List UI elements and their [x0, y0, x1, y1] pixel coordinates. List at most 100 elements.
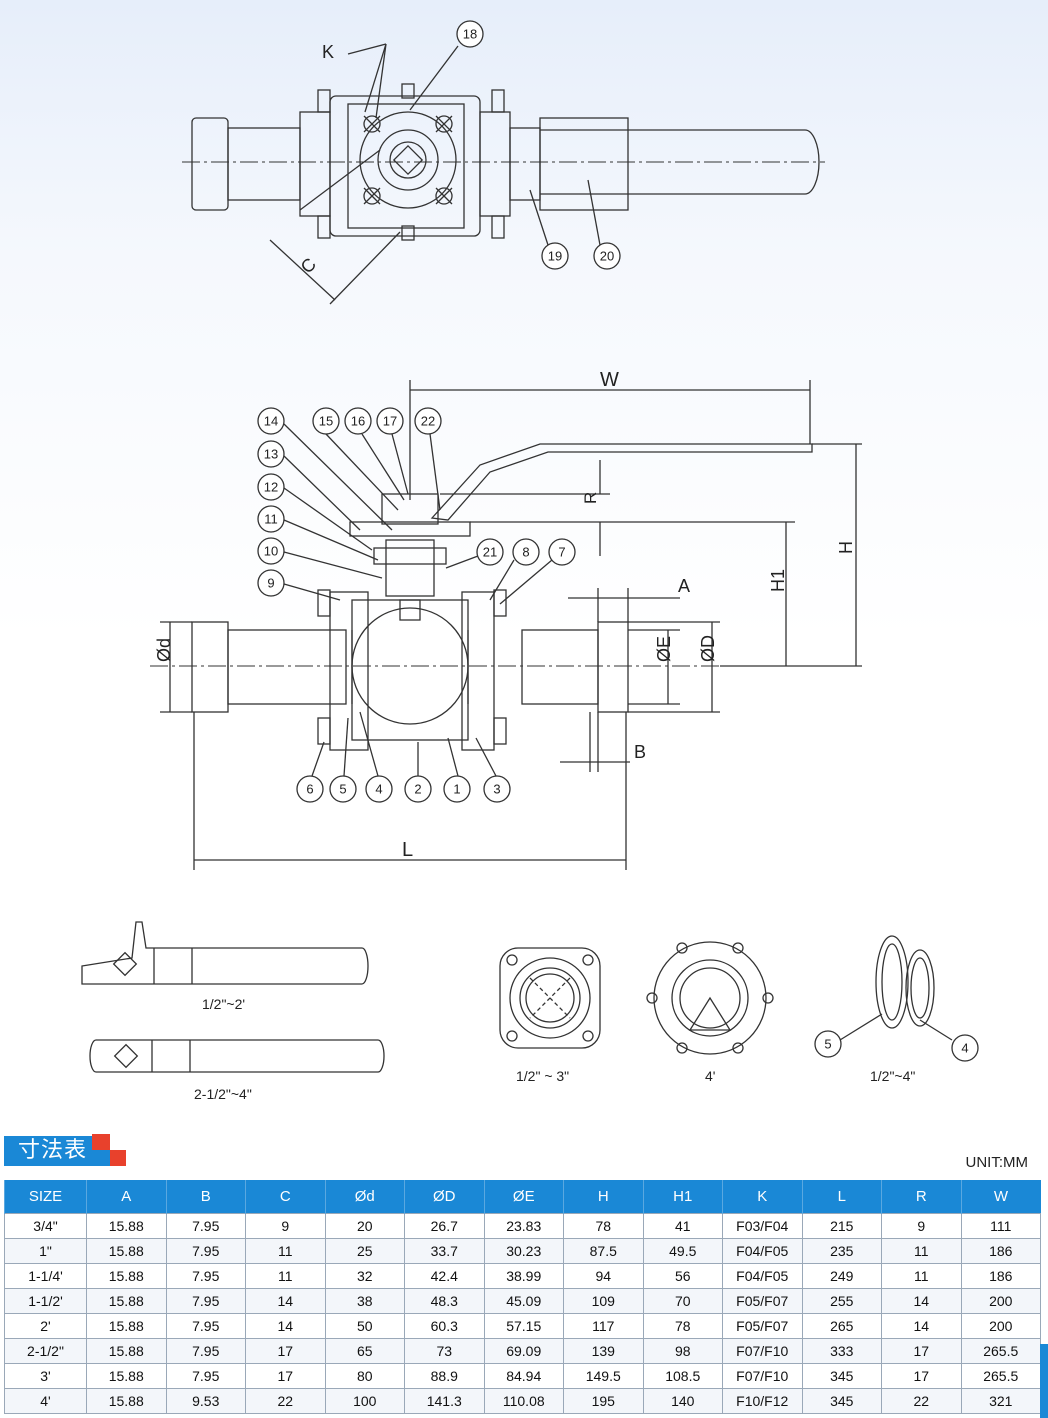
table-cell: F05/F07: [722, 1288, 803, 1314]
svg-text:21: 21: [483, 545, 497, 560]
balloon: 15: [312, 407, 340, 435]
svg-text:5: 5: [339, 782, 346, 797]
table-cell: 345: [801, 1363, 882, 1389]
svg-text:14: 14: [264, 414, 278, 429]
table-cell: 265.5: [960, 1363, 1041, 1389]
table-cell: 49.5: [642, 1238, 723, 1264]
table-cell: 65: [324, 1338, 405, 1364]
svg-text:6: 6: [306, 782, 313, 797]
table-cell: 32: [324, 1263, 405, 1289]
table-cell: 60.3: [404, 1313, 485, 1339]
balloon: 4: [951, 1034, 979, 1062]
table-cell: 23.83: [483, 1213, 564, 1239]
dim-c-label: C: [297, 254, 320, 277]
table-cell: 14: [245, 1288, 326, 1314]
svg-text:1: 1: [453, 782, 460, 797]
svg-text:10: 10: [264, 544, 278, 559]
balloon: 22: [414, 407, 442, 435]
svg-text:18: 18: [463, 27, 477, 42]
table-cell: F03/F04: [722, 1213, 803, 1239]
table-cell: 87.5: [563, 1238, 644, 1264]
handle-drawings: [81, 921, 385, 1073]
svg-text:20: 20: [600, 249, 614, 264]
table-cell: 345: [801, 1388, 882, 1414]
svg-text:22: 22: [421, 414, 435, 429]
table-cell: 17: [245, 1338, 326, 1364]
table-cell: 33.7: [404, 1238, 485, 1264]
table-cell: 7.95: [165, 1288, 246, 1314]
table-cell: 1-1/4': [4, 1263, 87, 1289]
table-cell: 22: [881, 1388, 962, 1414]
table-cell: 140: [642, 1388, 723, 1414]
table-title: 寸法表: [4, 1136, 104, 1166]
table-cell: 11: [245, 1238, 326, 1264]
table-cell: 265.5: [960, 1338, 1041, 1364]
page-edge-tab: [1040, 1344, 1048, 1418]
table-cell: 321: [960, 1388, 1041, 1414]
dim-h-label: H: [836, 541, 856, 554]
svg-text:2: 2: [414, 782, 421, 797]
column-header: ØD: [404, 1180, 484, 1214]
column-header: C: [245, 1180, 325, 1214]
table-cell: 11: [881, 1263, 962, 1289]
table-cell: 195: [563, 1388, 644, 1414]
balloon: 6: [296, 775, 324, 803]
column-header: L: [801, 1180, 882, 1214]
balloon: 3: [483, 775, 511, 803]
balloon: 2: [404, 775, 432, 803]
balloon: 19: [541, 242, 569, 270]
table-cell: 84.94: [483, 1363, 564, 1389]
dim-w-label: W: [600, 369, 619, 391]
table-cell: 17: [881, 1338, 962, 1364]
dim-h1-label: H1: [768, 569, 788, 592]
table-cell: 186: [960, 1263, 1041, 1289]
table-cell: 30.23: [483, 1238, 564, 1264]
table-cell: 1": [4, 1238, 87, 1264]
title-accent-icon: [92, 1134, 128, 1166]
table-cell: 26.7: [404, 1213, 485, 1239]
svg-text:3: 3: [493, 782, 500, 797]
table-cell: 7.95: [165, 1313, 246, 1339]
table-cell: 14: [881, 1313, 962, 1339]
table-cell: 48.3: [404, 1288, 485, 1314]
table-cell: 215: [801, 1213, 882, 1239]
table-cell: F05/F07: [722, 1313, 803, 1339]
dim-l-label: L: [402, 839, 413, 861]
svg-text:5: 5: [824, 1037, 831, 1052]
balloon: 17: [376, 407, 404, 435]
balloon: 4: [365, 775, 393, 803]
svg-text:7: 7: [558, 545, 565, 560]
balloon: 11: [257, 505, 285, 533]
table-cell: 14: [245, 1313, 326, 1339]
table-cell: 235: [801, 1238, 882, 1264]
table-cell: 11: [245, 1263, 326, 1289]
dim-e-label: ØE: [654, 636, 674, 662]
balloon: 18: [456, 20, 484, 48]
table-cell: 56: [642, 1263, 723, 1289]
table-cell: 41: [642, 1213, 723, 1239]
table-cell: 15.88: [86, 1363, 167, 1389]
dim-b-label: B: [634, 742, 646, 762]
table-cell: 109: [563, 1288, 644, 1314]
table-cell: 15.88: [86, 1263, 167, 1289]
table-cell: 2': [4, 1313, 87, 1339]
table-cell: F07/F10: [722, 1338, 803, 1364]
section-view: [150, 380, 862, 870]
dim-d-label: Ød: [154, 638, 174, 662]
svg-text:4: 4: [375, 782, 382, 797]
table-cell: 100: [324, 1388, 405, 1414]
table-cell: 88.9: [404, 1363, 485, 1389]
table-cell: 15.88: [86, 1288, 167, 1314]
table-cell: 108.5: [642, 1363, 723, 1389]
column-header: ØE: [483, 1180, 564, 1214]
table-cell: 17: [881, 1363, 962, 1389]
balloon: 5: [814, 1030, 842, 1058]
table-cell: 117: [563, 1313, 644, 1339]
column-header: H1: [642, 1180, 723, 1214]
table-cell: 11: [881, 1238, 962, 1264]
